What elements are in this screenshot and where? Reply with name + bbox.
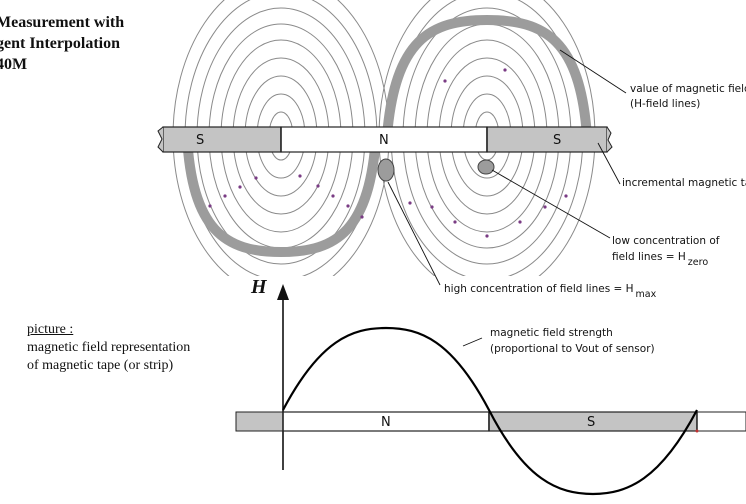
- caption-line-2: of magnetic tape (or strip): [27, 358, 174, 373]
- curve-end-marker: [695, 429, 699, 433]
- title-line-3: 40M: [0, 56, 28, 73]
- annotation-low-sub: zero: [688, 257, 709, 268]
- pole-label-top-right: S: [553, 133, 561, 148]
- field-band-lower-left: [182, 135, 381, 258]
- figure-caption: picture : magnetic field representation …: [27, 321, 190, 375]
- annotation-high-sub: max: [636, 289, 657, 300]
- annotation-strength-1: magnetic field strength: [490, 327, 613, 339]
- low-concentration-marker: [477, 159, 495, 175]
- annotation-low-2-text: field lines = H: [612, 251, 686, 263]
- magnetic-tape-bottom: N S: [235, 411, 746, 432]
- pole-label-bottom-s: S: [587, 415, 595, 430]
- annotation-field-value-1: value of magnetic field: [630, 83, 746, 95]
- annotation-tape: incremental magnetic tape: [622, 177, 746, 189]
- annotation-high-text: high concentration of field lines = H: [444, 283, 634, 295]
- h-axis-label: H: [250, 276, 268, 298]
- leader-lines: [387, 49, 627, 347]
- annotation-strength-2: (proportional to Vout of sensor): [490, 343, 655, 355]
- title-line-1: Measurement with: [0, 14, 125, 31]
- field-direction-markers: [208, 68, 568, 238]
- title-line-2: gent Interpolation: [0, 35, 120, 52]
- magnetic-tape-top: S N S: [157, 126, 613, 153]
- annotation-field-value-2: (H-field lines): [630, 98, 700, 110]
- caption-heading: picture :: [27, 322, 74, 337]
- field-strength-curve: [282, 326, 698, 496]
- pole-label-bottom-n: N: [381, 415, 391, 430]
- caption-line-1: magnetic field representation: [27, 340, 191, 355]
- h-axis: H: [250, 276, 289, 470]
- pole-label-top-left: S: [196, 133, 204, 148]
- high-concentration-marker: [377, 158, 395, 182]
- field-band-upper-right: [382, 14, 592, 137]
- annotation-low-1: low concentration of: [612, 235, 720, 247]
- pole-label-top-mid: N: [379, 133, 389, 148]
- page-title: Measurement with gent Interpolation 40M: [0, 12, 124, 75]
